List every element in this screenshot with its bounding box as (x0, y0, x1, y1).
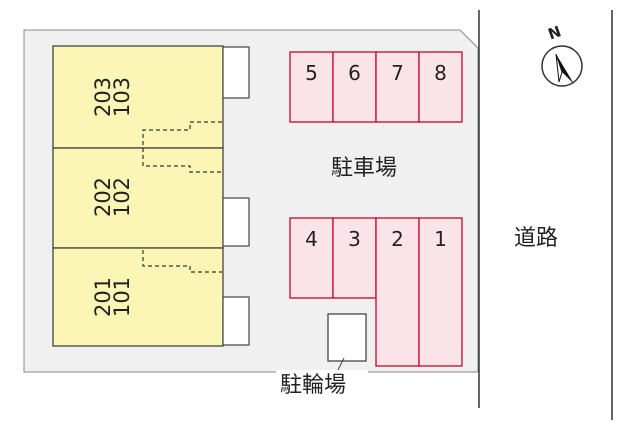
bicycle-label-bg (276, 370, 368, 400)
bicycle-parking-box (327, 313, 367, 362)
parking-space-number-6: 6 (348, 61, 361, 85)
storage-box-3 (222, 296, 250, 346)
parking-space-2 (375, 217, 420, 367)
parking-space-number-4: 4 (305, 227, 318, 251)
unit-number-201: 201 (91, 277, 115, 317)
dashed-partitions (142, 121, 222, 273)
parking-space-number-3: 3 (348, 227, 361, 251)
parking-label: 駐車場 (331, 156, 397, 181)
road-label: 道路 (514, 226, 558, 251)
parking-space-number-7: 7 (391, 61, 404, 85)
building-unit-203-103 (52, 45, 224, 149)
parking-bottom-row: 4 3 2 1 (289, 217, 463, 367)
unit-number-102: 102 (110, 177, 134, 217)
parking-space-5 (289, 51, 334, 123)
building-unit-202-102 (52, 147, 224, 249)
building-block (52, 45, 224, 347)
unit-number-202: 202 (91, 177, 115, 217)
parking-space-number-5: 5 (305, 61, 318, 85)
compass-north-letter: N (546, 22, 564, 43)
parking-space-3 (332, 217, 377, 299)
unit-number-101: 101 (110, 277, 134, 317)
bicycle-parking-label: 駐輪場 (280, 373, 346, 398)
parking-space-number-1: 1 (434, 227, 447, 251)
parking-space-number-8: 8 (434, 61, 447, 85)
parking-space-number-2: 2 (391, 227, 404, 251)
parking-space-7 (375, 51, 420, 123)
storage-box-1 (222, 46, 250, 99)
parking-space-4 (289, 217, 334, 299)
storage-box-2 (222, 197, 250, 247)
building-unit-201-101 (52, 247, 224, 347)
parking-space-8 (418, 51, 463, 123)
unit-number-103: 103 (110, 77, 134, 117)
parking-top-row: 5 6 7 8 (289, 51, 463, 123)
unit-number-203: 203 (91, 77, 115, 117)
parking-space-1 (418, 217, 463, 367)
compass-icon: N (541, 22, 583, 87)
